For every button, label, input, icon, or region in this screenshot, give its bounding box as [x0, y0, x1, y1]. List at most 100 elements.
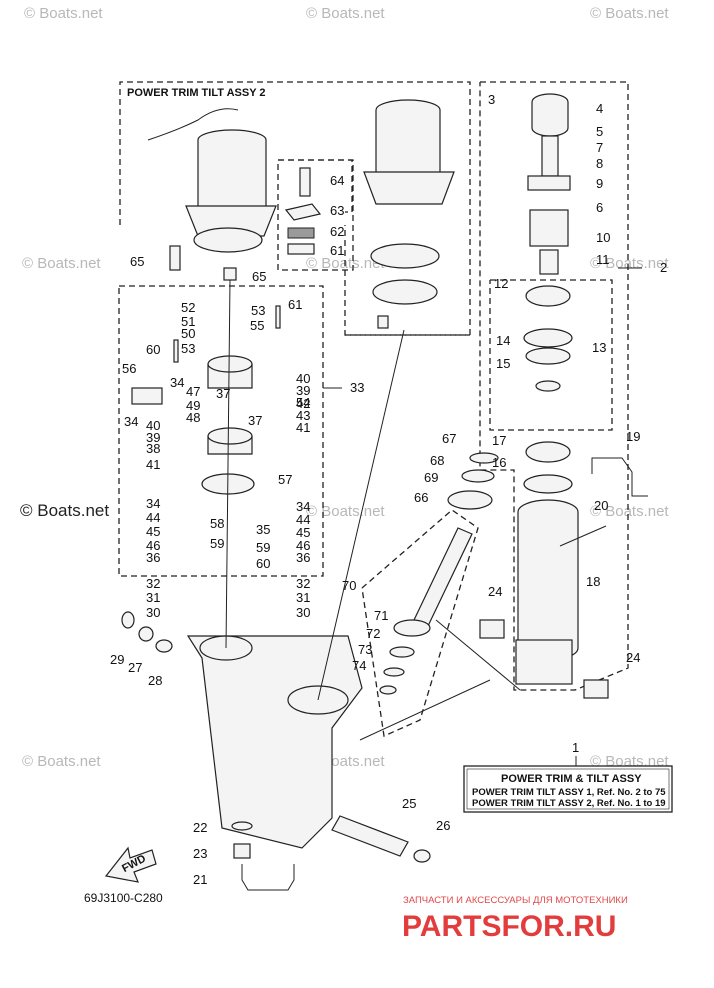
filter-plate	[372, 279, 438, 305]
swivel-bracket	[121, 611, 431, 891]
gear-62	[287, 243, 315, 255]
fitting-23	[233, 843, 251, 859]
callout-label: 27	[128, 660, 142, 675]
callout-label: 71	[374, 608, 388, 623]
motor-base-left	[185, 205, 277, 237]
ring-68	[469, 452, 499, 464]
leader-line	[435, 619, 521, 691]
callout-label: 24	[626, 650, 640, 665]
callout-label: 2	[660, 260, 667, 275]
fitting-66	[223, 267, 237, 281]
callout-label: 39	[146, 430, 160, 445]
callout-label: 19	[626, 429, 640, 444]
watermark: © Boats.net	[590, 503, 669, 520]
motor-lead-wire	[147, 108, 239, 141]
callout-label: 46	[146, 538, 160, 553]
callout-label: 38	[146, 441, 160, 456]
callout-label: 8	[596, 156, 603, 171]
watermark: © Boats.net	[20, 501, 109, 520]
callout-label: 62	[330, 224, 344, 239]
watermark: © Boats.net	[22, 753, 101, 770]
callout-label: 70	[342, 578, 356, 593]
group-outlines	[118, 81, 629, 737]
callout-label: 26	[436, 818, 450, 833]
callout-label: 21	[193, 872, 207, 887]
motor-base-right	[363, 171, 455, 205]
watermark: © Boats.net	[306, 5, 385, 22]
callout-label: 34	[170, 375, 184, 390]
pin-25	[331, 815, 409, 857]
callout-label: 5	[596, 124, 603, 139]
seal-15	[525, 347, 571, 365]
callout-label: 25	[402, 796, 416, 811]
callout-label: 42	[296, 396, 310, 411]
callout-label: 43	[296, 408, 310, 423]
callout-label: 23	[193, 846, 207, 861]
callout-label: 45	[146, 524, 160, 539]
tube-21	[241, 864, 295, 891]
callout-label: 34	[146, 496, 160, 511]
ring-74	[383, 667, 405, 677]
callout-label: 52	[181, 300, 195, 315]
callout-label: 33	[350, 380, 364, 395]
ring-17	[525, 441, 571, 463]
oring-16	[523, 474, 573, 494]
bushing-24b	[583, 679, 609, 699]
spring-73	[389, 646, 415, 658]
seal-9	[527, 175, 571, 191]
bracket-body	[186, 635, 363, 849]
gear-63	[287, 227, 315, 239]
rod-assembly	[379, 452, 499, 695]
callout-label: 30	[146, 605, 160, 620]
callout-label: 14	[496, 333, 510, 348]
legend-title: POWER TRIM & TILT ASSY	[501, 773, 642, 785]
callout-label: 69	[424, 470, 438, 485]
callout-label: 66	[414, 490, 428, 505]
legend-frame	[463, 765, 673, 813]
callout-label: 65	[252, 269, 266, 284]
callout-label: 15	[496, 356, 510, 371]
cylinder-assembly	[479, 93, 648, 699]
callout-label: 32	[296, 576, 310, 591]
fwd-arrow-icon	[104, 846, 157, 883]
promo-watermark: ЗАПЧАСТИ И АКСЕССУАРЫ ДЛЯ МОТОТЕХНИКИ PA…	[402, 895, 628, 943]
callout-label: 64	[330, 173, 344, 188]
callout-label: 29	[110, 652, 124, 667]
callout-label: 28	[148, 673, 162, 688]
legend-inner-frame	[466, 768, 670, 810]
callout-label: 60	[146, 342, 160, 357]
leader-line	[359, 679, 491, 741]
callout-label: 44	[296, 512, 310, 527]
bolt-65	[299, 167, 311, 197]
end-cap-4	[531, 93, 569, 137]
fwd-arrow: FWD	[104, 846, 157, 883]
piston-group-outline	[489, 279, 613, 431]
assy2-title: POWER TRIM TILT ASSY 2	[127, 87, 266, 99]
callout-label: 7	[596, 140, 603, 155]
callout-label: 51	[181, 314, 195, 329]
callout-label: 73	[358, 642, 372, 657]
callout-label: 6	[596, 200, 603, 215]
legend-box: POWER TRIM & TILT ASSY POWER TRIM TILT A…	[463, 756, 673, 813]
seal-22	[231, 821, 253, 831]
callout-label: 47	[186, 384, 200, 399]
callout-label: 68	[430, 453, 444, 468]
pump-subgroup-outline	[277, 159, 354, 271]
diagram-code: 69J3100-C280	[84, 891, 163, 905]
callout-label: 39	[296, 383, 310, 398]
callout-label: 59	[256, 540, 270, 555]
callout-label: 20	[594, 498, 608, 513]
cylinder-base	[515, 639, 573, 685]
callout-label: 40	[296, 371, 310, 386]
watermark: © Boats.net	[24, 5, 103, 22]
cylinder-18	[517, 499, 579, 661]
washer	[535, 380, 561, 392]
callout-label: 31	[296, 590, 310, 605]
callout-label: 61	[288, 297, 302, 312]
callout-label: 74	[352, 658, 366, 673]
callout-label: 59	[210, 536, 224, 551]
callout-label: 32	[146, 576, 160, 591]
rod-11	[539, 249, 559, 275]
valve-stack	[131, 305, 281, 495]
